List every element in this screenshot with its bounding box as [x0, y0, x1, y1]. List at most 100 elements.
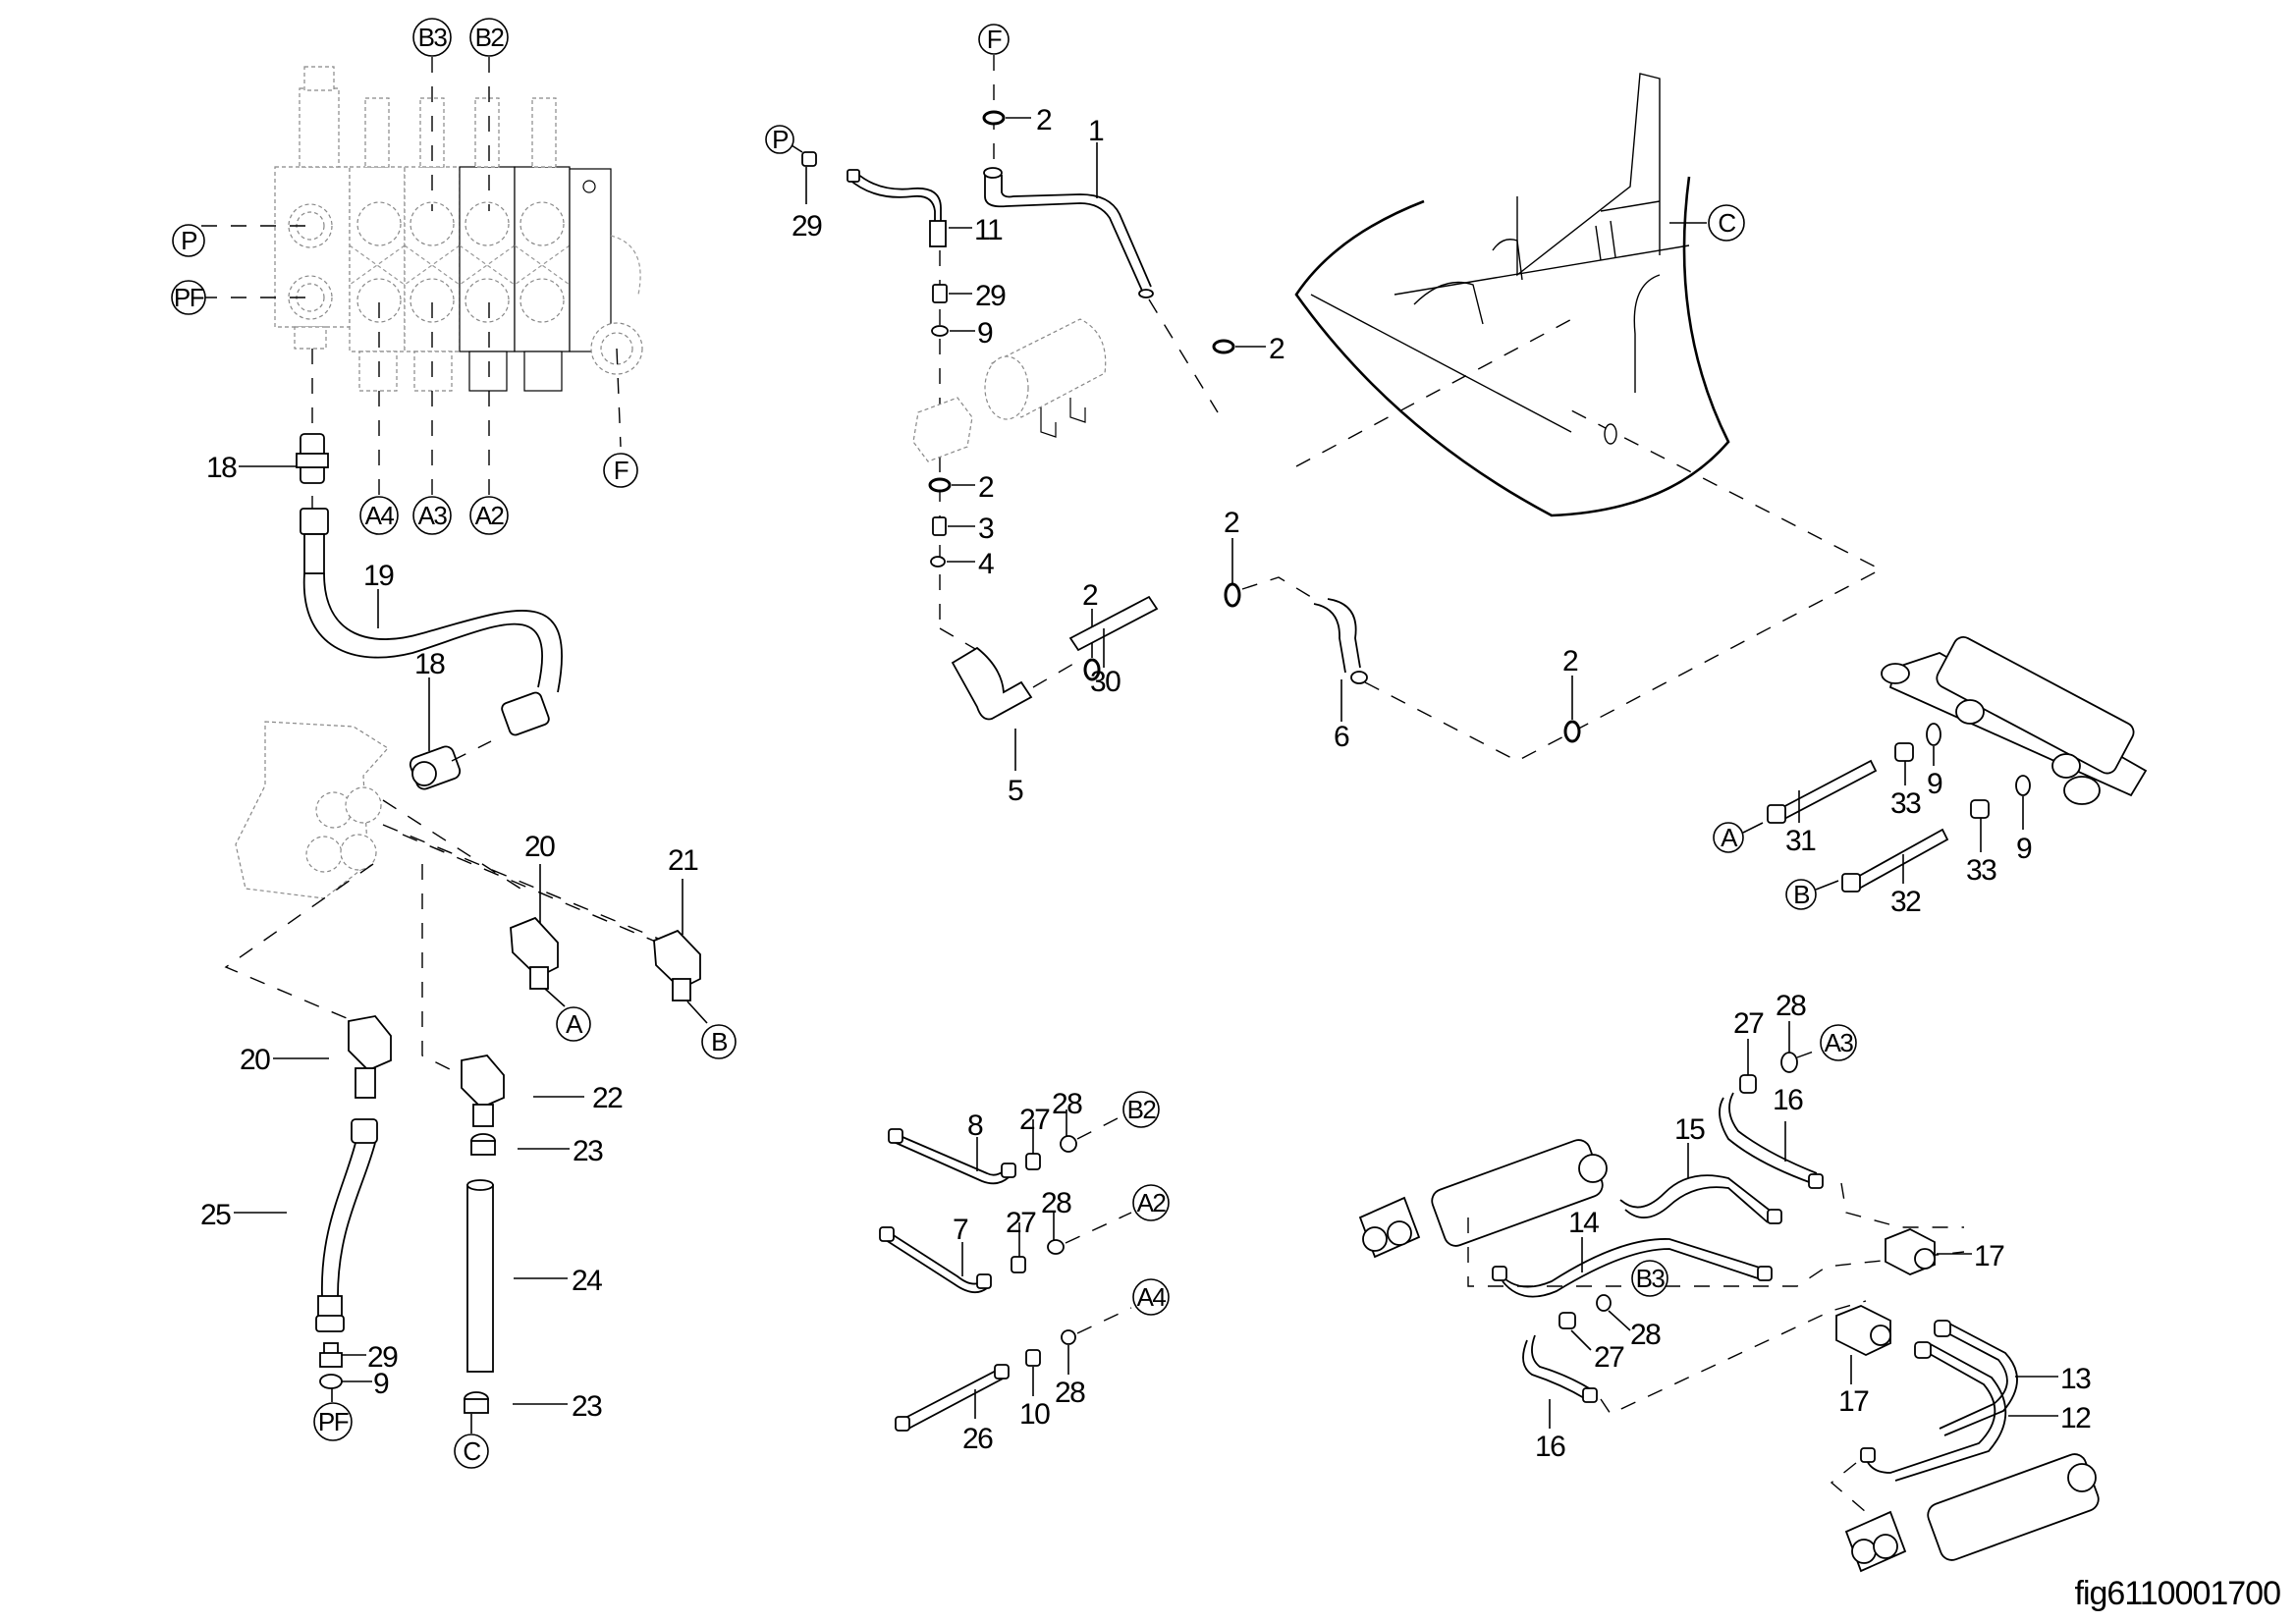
ref-a3: A3: [1820, 1024, 1857, 1061]
svg-text:B2: B2: [475, 23, 505, 52]
callout-2a: 2: [1036, 104, 1052, 136]
callout-22: 22: [592, 1082, 623, 1114]
ref-f-valve: F: [603, 453, 638, 488]
spool-section-4: [514, 97, 571, 392]
part-20-elbow-a: [510, 916, 559, 990]
callout-6: 6: [1334, 721, 1349, 753]
part-15-pipe: [1619, 1174, 1782, 1224]
callout-5: 5: [1008, 775, 1023, 807]
ref-b3-lift: B3: [1631, 1260, 1668, 1297]
lift-cylinder-lower: [1844, 1453, 2100, 1573]
leader-6-tank: [1364, 409, 1883, 762]
callout-9d: 9: [2016, 833, 2032, 865]
callout-18b: 18: [414, 648, 445, 680]
svg-text:A: A: [1721, 823, 1738, 852]
callout-31: 31: [1785, 825, 1816, 857]
part-26-hose: [895, 1364, 1010, 1432]
callout-24: 24: [572, 1265, 602, 1297]
leader-steer-20: [224, 863, 374, 1022]
callout-2d: 2: [1082, 579, 1098, 612]
part-7-pipe: [879, 1226, 992, 1294]
part-31-hose: [1767, 759, 1878, 824]
svg-text:A2: A2: [1137, 1188, 1167, 1217]
part-12-pipe: [1860, 1341, 2007, 1482]
callout-27b: 27: [1006, 1207, 1036, 1239]
callout-29a: 29: [367, 1341, 398, 1374]
part-8-pipe: [888, 1128, 1016, 1185]
part-2-clamp-f: [1563, 720, 1581, 743]
callout-14: 14: [1568, 1207, 1599, 1239]
callout-20b: 20: [240, 1044, 270, 1076]
part-17-tee-upper: [1885, 1228, 1936, 1275]
leader-1-tank: [1148, 298, 1219, 413]
part-2-clamp-e: [1224, 582, 1241, 608]
callout-9b: 9: [977, 317, 993, 350]
part-18-adapter-top: [296, 433, 329, 484]
callout-2f: 2: [1562, 645, 1578, 677]
ref-pf-bottom: PF: [313, 1402, 353, 1441]
part-22-elbow: [461, 1055, 505, 1127]
ref-p-filter: P: [765, 125, 794, 154]
svg-text:C: C: [463, 1436, 480, 1466]
callout-25: 25: [200, 1199, 231, 1231]
callout-28e: 28: [1630, 1319, 1661, 1351]
callout-2b: 2: [1269, 333, 1285, 365]
leader-27d: [1570, 1329, 1592, 1351]
leader-18-hose: [451, 740, 492, 762]
leader-steer-a: [382, 799, 521, 890]
part-29-fitting-filter: [932, 284, 948, 303]
callout-18a: 18: [206, 452, 237, 484]
callout-11: 11: [974, 214, 1003, 246]
spool-section-a4: [349, 97, 406, 392]
callout-27c: 27: [1733, 1007, 1764, 1040]
callout-16a: 16: [1773, 1084, 1803, 1116]
part-9-oring-pf: [319, 1374, 343, 1389]
ref-b2: B2: [469, 18, 509, 57]
part-28-oring-a3: [1780, 1052, 1798, 1073]
leader-b2-line: [1076, 1116, 1121, 1140]
ref-a3: A3: [412, 496, 452, 535]
leader-12-cyl: [1830, 1462, 1867, 1513]
part-28-oring-a2: [1047, 1239, 1065, 1255]
callout-28c: 28: [1055, 1377, 1085, 1409]
part-14-pipe: [1492, 1238, 1773, 1298]
callout-16b: 16: [1535, 1431, 1565, 1463]
leader-ref-b2: [1815, 880, 1839, 891]
part-28-oring-a4: [1061, 1329, 1076, 1345]
ref-c-tank: C: [1708, 204, 1745, 242]
svg-text:F: F: [987, 25, 1002, 54]
callout-17b: 17: [1838, 1385, 1869, 1418]
part-16-pipe-lower: [1522, 1334, 1598, 1403]
svg-text:P: P: [181, 226, 196, 255]
part-23-clamp-bottom: [464, 1391, 489, 1414]
part-10-fitting: [1025, 1349, 1041, 1367]
callout-19: 19: [363, 560, 394, 592]
callout-32: 32: [1890, 886, 1921, 918]
ref-f-top: F: [978, 24, 1010, 55]
leader-5-clamp: [1032, 659, 1081, 688]
steering-cylinder: [1881, 636, 2148, 805]
leader-28e: [1608, 1310, 1631, 1331]
callout-28d: 28: [1776, 990, 1806, 1022]
svg-text:F: F: [614, 456, 629, 485]
part-9-oring-filter: [931, 325, 949, 337]
callout-27d: 27: [1594, 1341, 1624, 1374]
part-21-elbow-b: [653, 929, 701, 1001]
part-9-oring-cyl-a: [1926, 723, 1941, 746]
part-5-elbow-hose: [951, 646, 1033, 721]
part-32-hose: [1841, 828, 1949, 893]
callout-7: 7: [953, 1214, 968, 1246]
svg-text:A: A: [566, 1009, 583, 1039]
callout-28a: 28: [1052, 1088, 1082, 1120]
ref-b-steer: B: [701, 1024, 737, 1059]
svg-text:A2: A2: [475, 501, 505, 530]
svg-text:PF: PF: [318, 1407, 349, 1436]
part-27-fitting-a2: [1011, 1256, 1026, 1273]
leader-ref-b1: [686, 1001, 708, 1024]
ref-a2-line: A2: [1132, 1184, 1170, 1221]
filter-assembly: [912, 318, 1107, 462]
callout-13: 13: [2060, 1363, 2091, 1395]
callout-29b: 29: [792, 210, 822, 243]
callout-9a: 9: [373, 1368, 389, 1400]
